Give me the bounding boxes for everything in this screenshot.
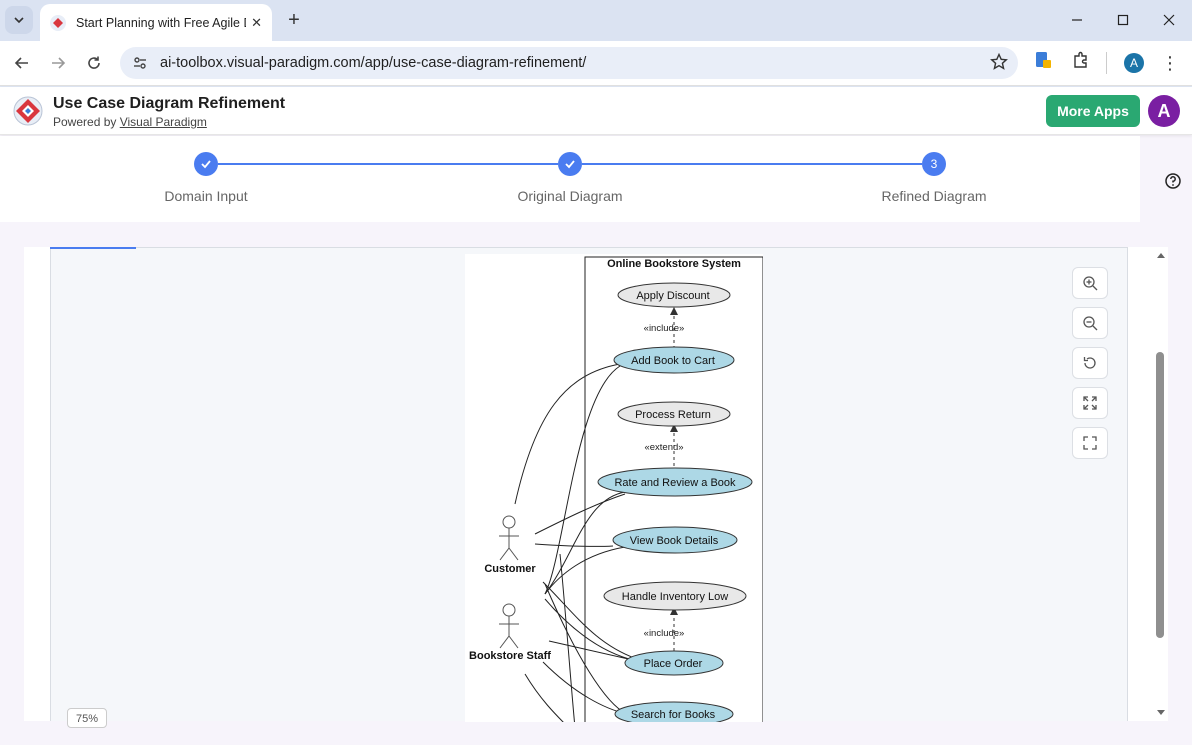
usecase-view-book-details[interactable] bbox=[612, 526, 738, 554]
relation-label-include: «include» bbox=[644, 323, 685, 334]
tab-title: Start Planning with Free Agile D bbox=[76, 15, 246, 30]
fullscreen-button[interactable] bbox=[1072, 427, 1108, 459]
help-icon[interactable] bbox=[1164, 172, 1182, 190]
usecase-label: Apply Discount bbox=[636, 290, 709, 302]
site-settings-icon[interactable] bbox=[132, 55, 148, 71]
use-case-diagram: Online Bookstore System «include» «exten… bbox=[465, 254, 763, 722]
step-label-domain-input: Domain Input bbox=[164, 188, 248, 204]
reset-view-button[interactable] bbox=[1072, 347, 1108, 379]
user-avatar[interactable]: A bbox=[1148, 95, 1180, 127]
fullscreen-icon bbox=[1083, 436, 1097, 450]
system-title: Online Bookstore System bbox=[607, 258, 741, 270]
step-label-refined-diagram: Refined Diagram bbox=[881, 188, 987, 204]
active-tab-indicator bbox=[50, 247, 136, 249]
scrollbar-thumb[interactable] bbox=[1156, 352, 1164, 638]
new-tab-button[interactable]: + bbox=[288, 8, 300, 31]
diagram-panel: Online Bookstore System «include» «exten… bbox=[24, 247, 1168, 728]
chevron-down-icon bbox=[14, 17, 24, 24]
minimize-icon bbox=[1072, 19, 1082, 21]
url-text: ai-toolbox.visual-paradigm.com/app/use-c… bbox=[160, 55, 587, 71]
more-apps-button[interactable]: More Apps bbox=[1046, 95, 1140, 127]
usecase-rate-and-review[interactable] bbox=[597, 467, 753, 497]
arrow-left-icon bbox=[14, 57, 28, 69]
zoom-in-icon bbox=[1083, 276, 1098, 291]
browser-tab[interactable]: Start Planning with Free Agile D ✕ bbox=[40, 4, 272, 41]
usecase-handle-inventory-low[interactable] bbox=[603, 581, 747, 611]
step-1-done[interactable] bbox=[194, 152, 218, 176]
maximize-button[interactable] bbox=[1100, 6, 1146, 34]
fit-to-screen-button[interactable] bbox=[1072, 387, 1108, 419]
address-bar[interactable]: ai-toolbox.visual-paradigm.com/app/use-c… bbox=[120, 47, 1018, 79]
step-3-current[interactable]: 3 bbox=[922, 152, 946, 176]
relationship-arrowheads bbox=[670, 307, 678, 615]
scrollbar-arrows bbox=[1157, 253, 1165, 715]
usecase-place-order[interactable] bbox=[624, 650, 724, 676]
forward-button[interactable] bbox=[44, 49, 72, 77]
scrollbar[interactable] bbox=[1154, 248, 1168, 720]
profile-avatar[interactable]: A bbox=[1124, 53, 1144, 73]
close-tab-icon[interactable]: ✕ bbox=[251, 14, 262, 30]
powered-by: Powered by Visual Paradigm bbox=[53, 115, 207, 129]
close-window-button[interactable] bbox=[1146, 6, 1192, 34]
progress-stepper: 3 Domain Input Original Diagram Refined … bbox=[0, 136, 1140, 222]
back-button[interactable] bbox=[8, 49, 36, 77]
site-favicon-icon bbox=[50, 14, 66, 31]
app-title: Use Case Diagram Refinement bbox=[53, 95, 286, 112]
usecase-label: Handle Inventory Low bbox=[622, 591, 728, 603]
zoom-in-button[interactable] bbox=[1072, 267, 1108, 299]
extensions-puzzle-icon[interactable] bbox=[1072, 51, 1090, 69]
step-connector bbox=[218, 163, 558, 165]
actor-customer[interactable] bbox=[499, 515, 519, 561]
usecase-label: Process Return bbox=[635, 409, 711, 421]
check-icon bbox=[201, 160, 211, 169]
actor-bookstore-staff[interactable] bbox=[499, 603, 519, 649]
powered-prefix: Powered by bbox=[53, 115, 120, 129]
extension-vp-icon[interactable] bbox=[1034, 51, 1052, 69]
tab-search-button[interactable] bbox=[5, 6, 33, 34]
diagram-canvas[interactable]: Online Bookstore System «include» «exten… bbox=[50, 247, 1128, 728]
step-2-done[interactable] bbox=[558, 152, 582, 176]
usecase-label: Add Book to Cart bbox=[631, 355, 715, 367]
fit-screen-icon bbox=[1083, 396, 1097, 410]
minimize-button[interactable] bbox=[1054, 6, 1100, 34]
step-connector bbox=[582, 163, 922, 165]
reload-icon bbox=[88, 56, 100, 69]
relation-label-include: «include» bbox=[644, 628, 685, 639]
browser-toolbar: ai-toolbox.visual-paradigm.com/app/use-c… bbox=[0, 41, 1192, 86]
usecase-search-for-books[interactable] bbox=[614, 701, 734, 722]
step-label-original-diagram: Original Diagram bbox=[517, 188, 623, 204]
actor-label: Customer bbox=[484, 563, 536, 575]
zoom-out-button[interactable] bbox=[1072, 307, 1108, 339]
usecase-label: Place Order bbox=[644, 658, 703, 670]
arrow-right-icon bbox=[52, 57, 66, 69]
zoom-level[interactable]: 75% bbox=[67, 708, 107, 728]
visual-paradigm-link[interactable]: Visual Paradigm bbox=[119, 115, 207, 129]
check-icon bbox=[565, 160, 575, 169]
relation-label-extend: «extend» bbox=[644, 442, 683, 453]
app-logo-icon bbox=[13, 96, 43, 126]
reset-icon bbox=[1083, 357, 1096, 369]
bookmark-star-icon[interactable] bbox=[990, 53, 1008, 71]
maximize-icon bbox=[1117, 14, 1129, 26]
usecase-process-return[interactable] bbox=[617, 401, 731, 427]
browser-tabbar: Start Planning with Free Agile D ✕ + bbox=[0, 0, 1192, 41]
close-icon bbox=[1163, 14, 1175, 26]
browser-menu-icon[interactable]: ⋮ bbox=[1161, 52, 1179, 73]
app-header: Use Case Diagram Refinement Powered by V… bbox=[0, 87, 1192, 135]
usecase-label: View Book Details bbox=[630, 535, 719, 547]
usecase-label: Rate and Review a Book bbox=[614, 477, 736, 489]
zoom-out-icon bbox=[1083, 316, 1098, 331]
usecase-label: Search for Books bbox=[631, 709, 716, 721]
usecase-apply-discount[interactable] bbox=[617, 282, 731, 308]
actor-label: Bookstore Staff bbox=[469, 650, 551, 662]
usecase-add-book-to-cart[interactable] bbox=[613, 346, 735, 374]
toolbar-divider bbox=[1106, 52, 1107, 74]
reload-button[interactable] bbox=[80, 49, 108, 77]
